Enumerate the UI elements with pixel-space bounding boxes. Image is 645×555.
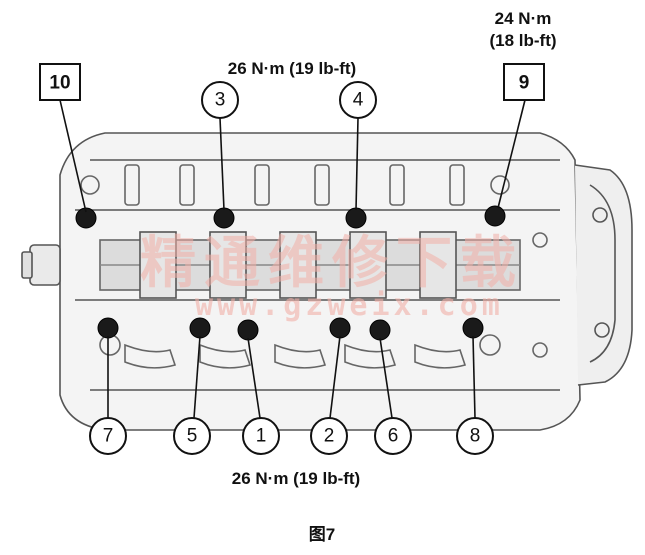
- svg-text:4: 4: [353, 90, 364, 111]
- bolt-head-4: [345, 207, 367, 229]
- bolt-head-10: [75, 207, 97, 229]
- torque-top-center: 26 N·m (19 lb-ft): [228, 59, 356, 78]
- bolt-label-circle-5: 5: [173, 417, 211, 455]
- svg-text:5: 5: [187, 426, 198, 447]
- bolt-label-circle-8: 8: [456, 417, 494, 455]
- bolt-label-circle-6: 6: [374, 417, 412, 455]
- cylinder-head-drawing: [21, 132, 633, 431]
- svg-text:1: 1: [256, 426, 267, 447]
- watermark-chinese: 精通维修下载: [140, 231, 524, 296]
- svg-text:8: 8: [470, 426, 481, 447]
- bolt-head-8: [462, 317, 484, 339]
- bolt-label-circle-3: 3: [201, 81, 239, 119]
- bolt-head-1: [237, 319, 259, 341]
- bolt-label-circle-4: 4: [339, 81, 377, 119]
- svg-text:9: 9: [519, 73, 530, 94]
- svg-text:3: 3: [215, 90, 226, 111]
- watermark-url: www.gzweix.com: [195, 288, 504, 323]
- svg-text:7: 7: [103, 426, 114, 447]
- torque-bottom-center: 26 N·m (19 lb-ft): [232, 469, 360, 488]
- bolt-head-9: [484, 205, 506, 227]
- bolt-head-2: [329, 317, 351, 339]
- bolt-heads: [75, 205, 506, 341]
- figure-caption: 图7: [309, 525, 335, 544]
- bolt-head-7: [97, 317, 119, 339]
- bolt-label-circle-7: 7: [89, 417, 127, 455]
- svg-text:2: 2: [324, 426, 335, 447]
- bolt-label-circle-1: 1: [242, 417, 280, 455]
- svg-text:6: 6: [388, 426, 399, 447]
- svg-text:10: 10: [49, 73, 70, 94]
- torque-top-right-line1: 24 N·m: [495, 9, 552, 28]
- bolt-label-box-9: 9: [503, 63, 545, 101]
- leader-lines: [59, 99, 526, 419]
- bolt-head-5: [189, 317, 211, 339]
- bolt-head-6: [369, 319, 391, 341]
- torque-top-right-line2: (18 lb-ft): [489, 31, 556, 50]
- bolt-head-3: [213, 207, 235, 229]
- bolt-label-circle-2: 2: [310, 417, 348, 455]
- bolt-label-box-10: 10: [39, 63, 81, 101]
